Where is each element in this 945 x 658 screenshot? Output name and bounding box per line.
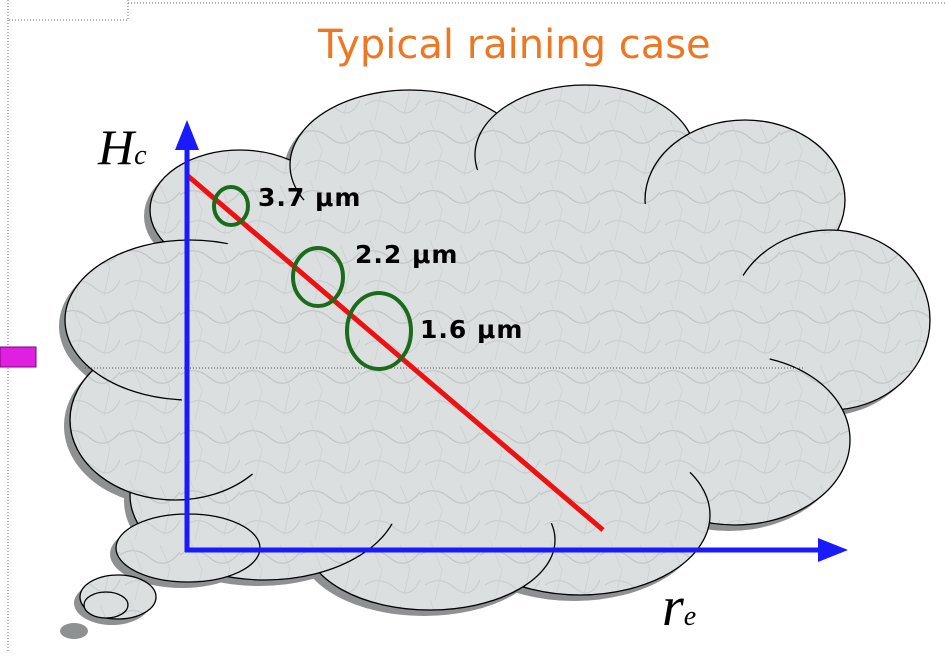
circle-3-7um <box>212 185 250 227</box>
annotation-3-7um: 3.7 μm <box>258 183 362 212</box>
x-axis-label: re <box>662 575 696 639</box>
annotation-2-2um: 2.2 μm <box>355 240 459 269</box>
circle-1-6um <box>345 291 413 371</box>
regression-line <box>186 174 605 532</box>
cloud-core <box>170 170 770 530</box>
thought-bubble-small <box>83 591 129 619</box>
y-axis-arrowhead <box>175 120 199 150</box>
annotation-1-6um: 1.6 μm <box>420 315 524 344</box>
x-axis-arrowhead <box>818 538 848 562</box>
x-axis-label-sub: e <box>683 601 697 632</box>
x-axis-label-main: r <box>662 576 684 638</box>
y-axis-label-main: H <box>98 119 135 175</box>
diagram-title: Typical raining case <box>318 22 711 68</box>
magenta-marker <box>0 346 37 368</box>
y-axis-label: Hc <box>98 118 147 176</box>
circle-2-2um <box>291 246 345 308</box>
frame-top-corner <box>7 0 129 21</box>
y-axis-label-sub: c <box>134 140 147 171</box>
